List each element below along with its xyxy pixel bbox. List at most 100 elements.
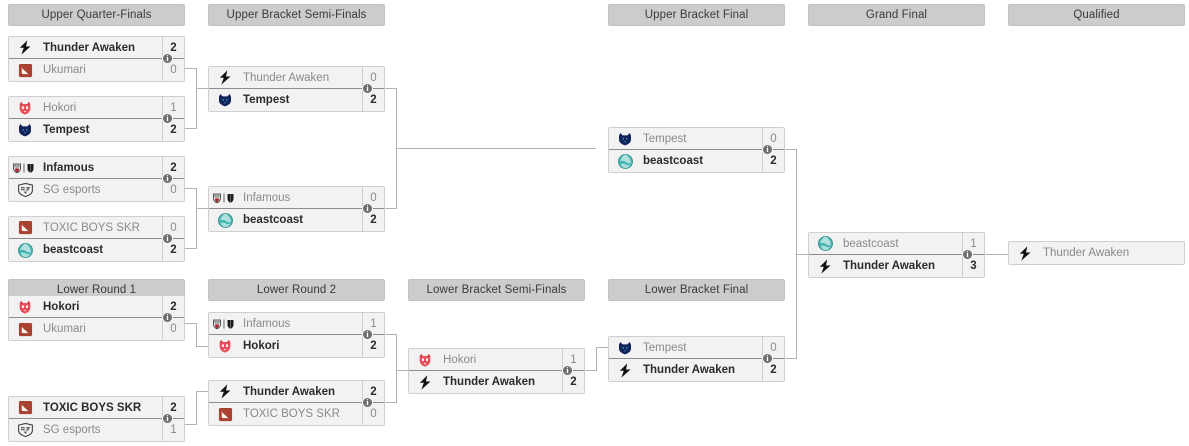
round-header-grand-final: Grand Final xyxy=(808,4,985,26)
match-info-icon[interactable]: i xyxy=(162,413,173,424)
team-name: beastcoast xyxy=(243,214,304,226)
bracket-connector-line xyxy=(385,334,397,335)
bracket-connector-line xyxy=(396,370,408,371)
round-header-label: Lower Bracket Semi-Finals xyxy=(426,284,567,296)
bracket-connector-line xyxy=(396,334,397,371)
bracket-connector-line xyxy=(196,323,197,347)
team-score: 0 xyxy=(362,67,384,88)
hokori-logo xyxy=(12,297,38,317)
infamous-logo xyxy=(212,314,238,334)
bracket-connector-line xyxy=(196,391,197,425)
bracket-connector-line xyxy=(796,254,808,255)
team-score: 2 xyxy=(162,397,184,418)
team-name: TOXIC BOYS SKR xyxy=(243,408,340,420)
hokori-logo xyxy=(12,98,38,118)
infamous-logo xyxy=(212,188,238,208)
match-info-icon[interactable]: i xyxy=(962,249,973,260)
bracket-connector-line xyxy=(796,149,797,255)
thunder-awaken-logo xyxy=(412,372,438,392)
sg-esports-logo xyxy=(12,420,38,440)
team-score: 0 xyxy=(162,318,184,340)
bracket-connector-line xyxy=(385,208,397,209)
match-info-icon[interactable]: i xyxy=(362,203,373,214)
match-info-icon[interactable]: i xyxy=(162,173,173,184)
match-team-row[interactable]: Thunder Awaken 0 xyxy=(209,67,384,89)
bracket-connector-line xyxy=(196,88,197,129)
match-info-icon[interactable]: i xyxy=(162,312,173,323)
team-name: Tempest xyxy=(643,341,687,354)
match-info-icon[interactable]: i xyxy=(162,233,173,244)
bracket-connector-line xyxy=(396,370,397,403)
bracket-connector-line xyxy=(196,68,197,89)
team-score: 2 xyxy=(162,239,184,261)
match-info-icon[interactable]: i xyxy=(762,144,773,155)
team-score: 0 xyxy=(162,217,184,238)
beastcoast-logo xyxy=(212,210,238,230)
team-score: 0 xyxy=(162,59,184,81)
match-info-icon[interactable]: i xyxy=(362,329,373,340)
team-score: 2 xyxy=(162,296,184,317)
match-qualified-1[interactable]: Thunder Awaken xyxy=(1008,241,1185,265)
beastcoast-logo xyxy=(812,234,838,254)
tempest-logo xyxy=(612,129,638,149)
team-name: Thunder Awaken xyxy=(243,71,330,84)
team-score: 1 xyxy=(962,233,984,254)
match-team-row[interactable]: Thunder Awaken xyxy=(1009,242,1184,264)
team-name: Thunder Awaken xyxy=(1043,247,1130,259)
bracket-connector-line xyxy=(396,88,397,149)
match-info-icon[interactable]: i xyxy=(162,113,173,124)
team-score: 2 xyxy=(762,359,784,381)
match-info-icon[interactable]: i xyxy=(162,53,173,64)
team-name: Thunder Awaken xyxy=(843,260,936,272)
match-info-icon[interactable]: i xyxy=(362,397,373,408)
match-info-icon[interactable]: i xyxy=(562,365,573,376)
bracket-connector-line xyxy=(185,323,197,324)
bracket-connector-line xyxy=(196,208,208,209)
match-info-icon[interactable]: i xyxy=(762,353,773,364)
team-score: 2 xyxy=(762,150,784,172)
match-info-icon[interactable]: i xyxy=(362,83,373,94)
